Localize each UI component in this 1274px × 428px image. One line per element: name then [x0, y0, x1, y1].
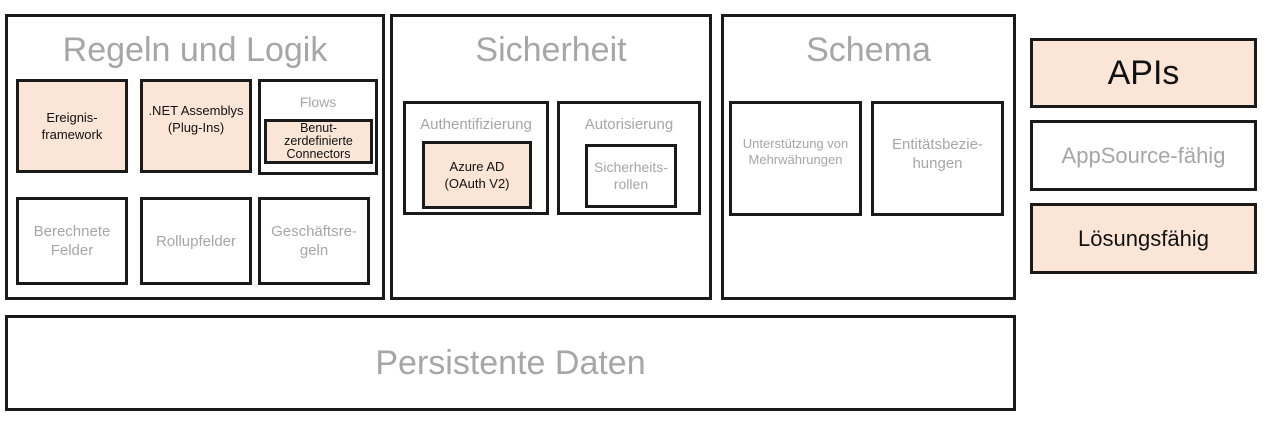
net-assemblies-box: .NET Assemblys (Plug-Ins) — [140, 79, 252, 173]
custom-connectors-label: Benut- zerdefinierte Connectors — [284, 121, 353, 161]
security-panel: Sicherheit Authentifizierung Azure AD (O… — [390, 14, 712, 300]
calculated-fields-label: Berechnete Felder — [33, 223, 111, 259]
solutions-label: Lösungsfähig — [1078, 225, 1209, 251]
flows-box: Flows Benut- zerdefinierte Connectors — [258, 79, 378, 175]
calculated-fields-box: Berechnete Felder — [16, 197, 128, 285]
apis-label: APIs — [1107, 53, 1180, 92]
rules-and-logic-panel: Regeln und Logik Ereignis- framework .NE… — [5, 14, 385, 300]
authorization-label: Autorisierung — [584, 116, 674, 133]
solutions-box: Lösungsfähig — [1030, 203, 1257, 274]
custom-connectors-box: Benut- zerdefinierte Connectors — [264, 119, 373, 164]
rollup-fields-box: Rollupfelder — [140, 197, 252, 285]
appsource-label: AppSource-fähig — [1061, 142, 1226, 168]
apis-box: APIs — [1030, 38, 1257, 108]
flows-label: Flows — [299, 94, 337, 110]
schema-panel: Schema Unterstützung von Mehrwährungen E… — [721, 14, 1016, 300]
security-roles-box: Sicherheits- rollen — [585, 144, 677, 208]
appsource-box: AppSource-fähig — [1030, 120, 1257, 191]
azure-ad-label: Azure AD (OAuth V2) — [444, 159, 510, 191]
net-assemblies-label: .NET Assemblys (Plug-Ins) — [148, 103, 244, 135]
authentication-box: Authentifizierung Azure AD (OAuth V2) — [403, 101, 549, 215]
rules-and-logic-title: Regeln und Logik — [62, 31, 328, 69]
persistent-data-bar: Persistente Daten — [5, 315, 1016, 411]
business-rules-box: Geschäftsre- geln — [258, 197, 370, 285]
authorization-box: Autorisierung Sicherheits- rollen — [557, 101, 701, 215]
event-framework-box: Ereignis- framework — [16, 79, 128, 173]
azure-ad-box: Azure AD (OAuth V2) — [422, 141, 532, 209]
security-title: Sicherheit — [475, 31, 627, 69]
persistent-data-label: Persistente Daten — [375, 343, 646, 382]
schema-title: Schema — [806, 31, 931, 69]
multi-currency-box: Unterstützung von Mehrwährungen — [729, 101, 862, 216]
security-roles-label: Sicherheits- rollen — [594, 159, 668, 192]
rollup-fields-label: Rollupfelder — [155, 232, 237, 250]
entity-relationships-box: Entitätsbezie- hungen — [871, 101, 1004, 216]
business-rules-label: Geschäftsre- geln — [271, 223, 357, 259]
authentication-label: Authentifizierung — [420, 116, 532, 133]
event-framework-label: Ereignis- framework — [41, 110, 103, 142]
entity-relationships-label: Entitätsbezie- hungen — [892, 135, 983, 172]
multi-currency-label: Unterstützung von Mehrwährungen — [742, 135, 849, 167]
